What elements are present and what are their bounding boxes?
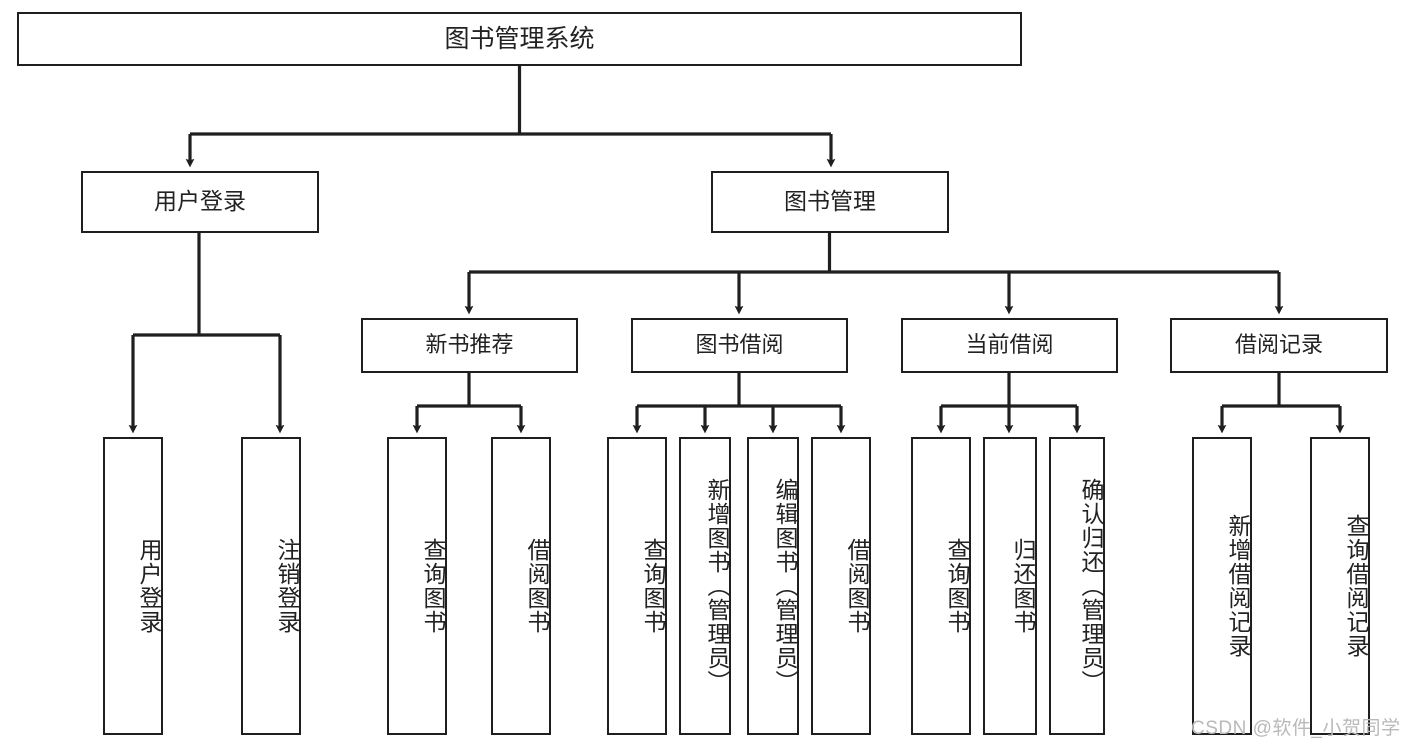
node-label: 查询图书 xyxy=(420,538,446,634)
node-book-management[interactable]: 图书管理 xyxy=(711,171,949,233)
node-user-login[interactable]: 用户登录 xyxy=(81,171,319,233)
watermark: CSDN @软件_小贺同学 xyxy=(1191,718,1401,739)
node-label: 用户登录 xyxy=(154,188,246,215)
leaf-query-books-current[interactable]: 查询图书 xyxy=(911,437,971,735)
leaf-query-borrow-record[interactable]: 查询借阅记录 xyxy=(1310,437,1370,735)
node-new-book-recommendation[interactable]: 新书推荐 xyxy=(361,318,578,373)
leaf-logout[interactable]: 注销登录 xyxy=(241,437,301,735)
leaf-query-books-new-book[interactable]: 查询图书 xyxy=(387,437,447,735)
leaf-query-books-borrowing[interactable]: 查询图书 xyxy=(607,437,667,735)
node-label: 归还图书 xyxy=(1010,538,1036,634)
leaf-add-borrow-record[interactable]: 新增借阅记录 xyxy=(1192,437,1252,735)
leaf-return-books[interactable]: 归还图书 xyxy=(983,437,1037,735)
node-label: 图书管理系统 xyxy=(444,25,595,53)
node-label: 编辑图书（管理员） xyxy=(772,478,798,694)
node-book-borrowing[interactable]: 图书借阅 xyxy=(631,318,848,373)
node-label: 借阅图书 xyxy=(844,538,870,634)
node-borrow-records[interactable]: 借阅记录 xyxy=(1170,318,1388,373)
node-label: 注销登录 xyxy=(274,538,300,634)
node-label: 借阅记录 xyxy=(1234,332,1323,358)
node-label: 当前借阅 xyxy=(965,332,1054,358)
node-label: 图书管理 xyxy=(784,188,876,215)
leaf-edit-book-admin[interactable]: 编辑图书（管理员） xyxy=(747,437,799,735)
node-label: 查询借阅记录 xyxy=(1343,514,1369,658)
leaf-add-book-admin[interactable]: 新增图书（管理员） xyxy=(679,437,731,735)
node-label: 新增借阅记录 xyxy=(1225,514,1251,658)
leaf-borrow-books-new-book[interactable]: 借阅图书 xyxy=(491,437,551,735)
node-label: 借阅图书 xyxy=(524,538,550,634)
leaf-user-login[interactable]: 用户登录 xyxy=(103,437,163,735)
leaf-borrow-books-borrowing[interactable]: 借阅图书 xyxy=(811,437,871,735)
node-label: 新增图书（管理员） xyxy=(704,478,730,694)
node-label: 新书推荐 xyxy=(425,332,514,358)
node-label: 图书借阅 xyxy=(695,332,784,358)
node-label: 查询图书 xyxy=(640,538,666,634)
leaf-confirm-return-admin[interactable]: 确认归还（管理员） xyxy=(1049,437,1105,735)
node-label: 查询图书 xyxy=(944,538,970,634)
node-current-borrowing[interactable]: 当前借阅 xyxy=(901,318,1118,373)
node-label: 确认归还（管理员） xyxy=(1078,478,1104,694)
node-label: 用户登录 xyxy=(136,538,162,634)
node-root-book-management-system[interactable]: 图书管理系统 xyxy=(17,12,1022,66)
